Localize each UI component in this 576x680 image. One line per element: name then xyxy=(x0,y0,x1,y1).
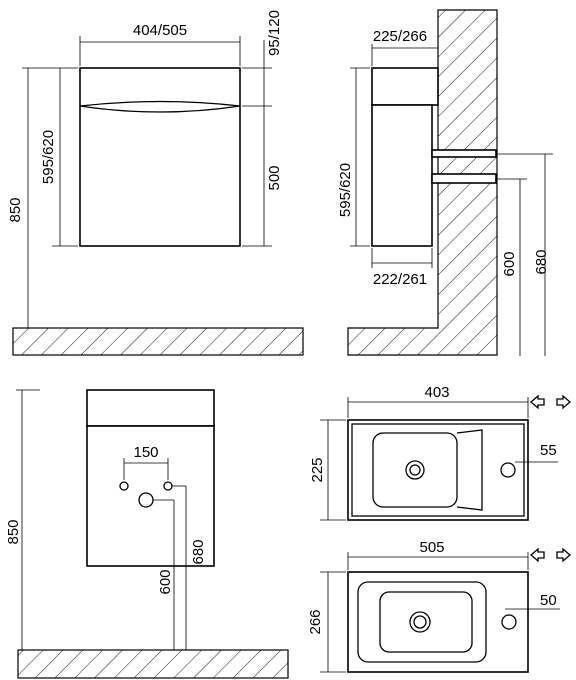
side-pipe-low-label: 600 xyxy=(501,251,518,276)
front-countertop-label: 95/120 xyxy=(266,10,283,56)
double-arrow-icon xyxy=(530,394,571,410)
basin-large-tap-offset-label: 50 xyxy=(540,592,557,609)
basin-small-inner xyxy=(351,423,525,517)
side-view: 225/266 222/261 595/620 680 600 xyxy=(337,9,553,356)
back-cabinet xyxy=(86,425,215,567)
front-view: 404/505 95/120 500 595/620 850 xyxy=(7,10,304,356)
basin-small-view: 403 225 55 xyxy=(309,384,571,521)
basin-large-view: 505 266 50 xyxy=(307,539,571,673)
door-top-curve xyxy=(79,100,241,107)
basin-large-width-label: 505 xyxy=(419,539,444,556)
cabinet-body xyxy=(79,67,241,247)
side-top-depth-label: 225/266 xyxy=(373,28,427,45)
basin-large-drain-inner xyxy=(413,615,427,629)
door-shadow-curve xyxy=(79,105,241,113)
back-floor-slab xyxy=(17,649,289,679)
basin-small-ledge xyxy=(456,429,483,511)
side-pipe-high-label: 680 xyxy=(533,249,550,274)
basin-small-bowl xyxy=(372,432,458,508)
basin-large-outer xyxy=(347,571,529,673)
back-hole-spacing-label: 150 xyxy=(133,444,158,461)
pipe-lower xyxy=(431,173,497,184)
basin-large-tap-hole xyxy=(501,614,517,630)
basin-large-bowl xyxy=(357,581,487,663)
back-install-height-label: 850 xyxy=(5,519,22,544)
basin-small-drain xyxy=(405,460,425,480)
back-countertop xyxy=(86,389,215,427)
side-cabinet-depth-label: 222/261 xyxy=(373,271,427,288)
back-pipe-high-label: 680 xyxy=(190,539,207,564)
back-pipe-low-label: 600 xyxy=(157,569,174,594)
basin-large-bowl-inner xyxy=(379,591,473,653)
back-view: 150 680 600 850 xyxy=(5,389,289,679)
side-cabinet-height-label: 595/620 xyxy=(337,163,354,217)
side-cabinet xyxy=(371,104,433,247)
basin-large-depth-label: 266 xyxy=(307,609,324,634)
basin-small-width-label: 403 xyxy=(424,384,449,401)
pipe-upper xyxy=(431,149,497,158)
front-width-label: 404/505 xyxy=(133,22,187,39)
front-cabinet-height-label: 595/620 xyxy=(40,130,57,184)
side-countertop xyxy=(371,67,439,106)
front-install-height-label: 850 xyxy=(7,197,24,222)
wall-and-floor xyxy=(347,9,498,356)
basin-large-drain xyxy=(409,611,431,633)
mount-hole-left xyxy=(119,481,129,491)
basin-small-tap-offset-label: 55 xyxy=(540,442,557,459)
basin-small-drain-inner xyxy=(409,464,421,476)
front-door-height-label: 500 xyxy=(266,165,283,190)
floor-slab xyxy=(12,327,304,356)
double-arrow-icon xyxy=(530,547,571,563)
basin-small-outer xyxy=(347,419,529,521)
basin-small-depth-label: 225 xyxy=(309,457,326,482)
basin-small-tap-hole xyxy=(500,462,516,478)
